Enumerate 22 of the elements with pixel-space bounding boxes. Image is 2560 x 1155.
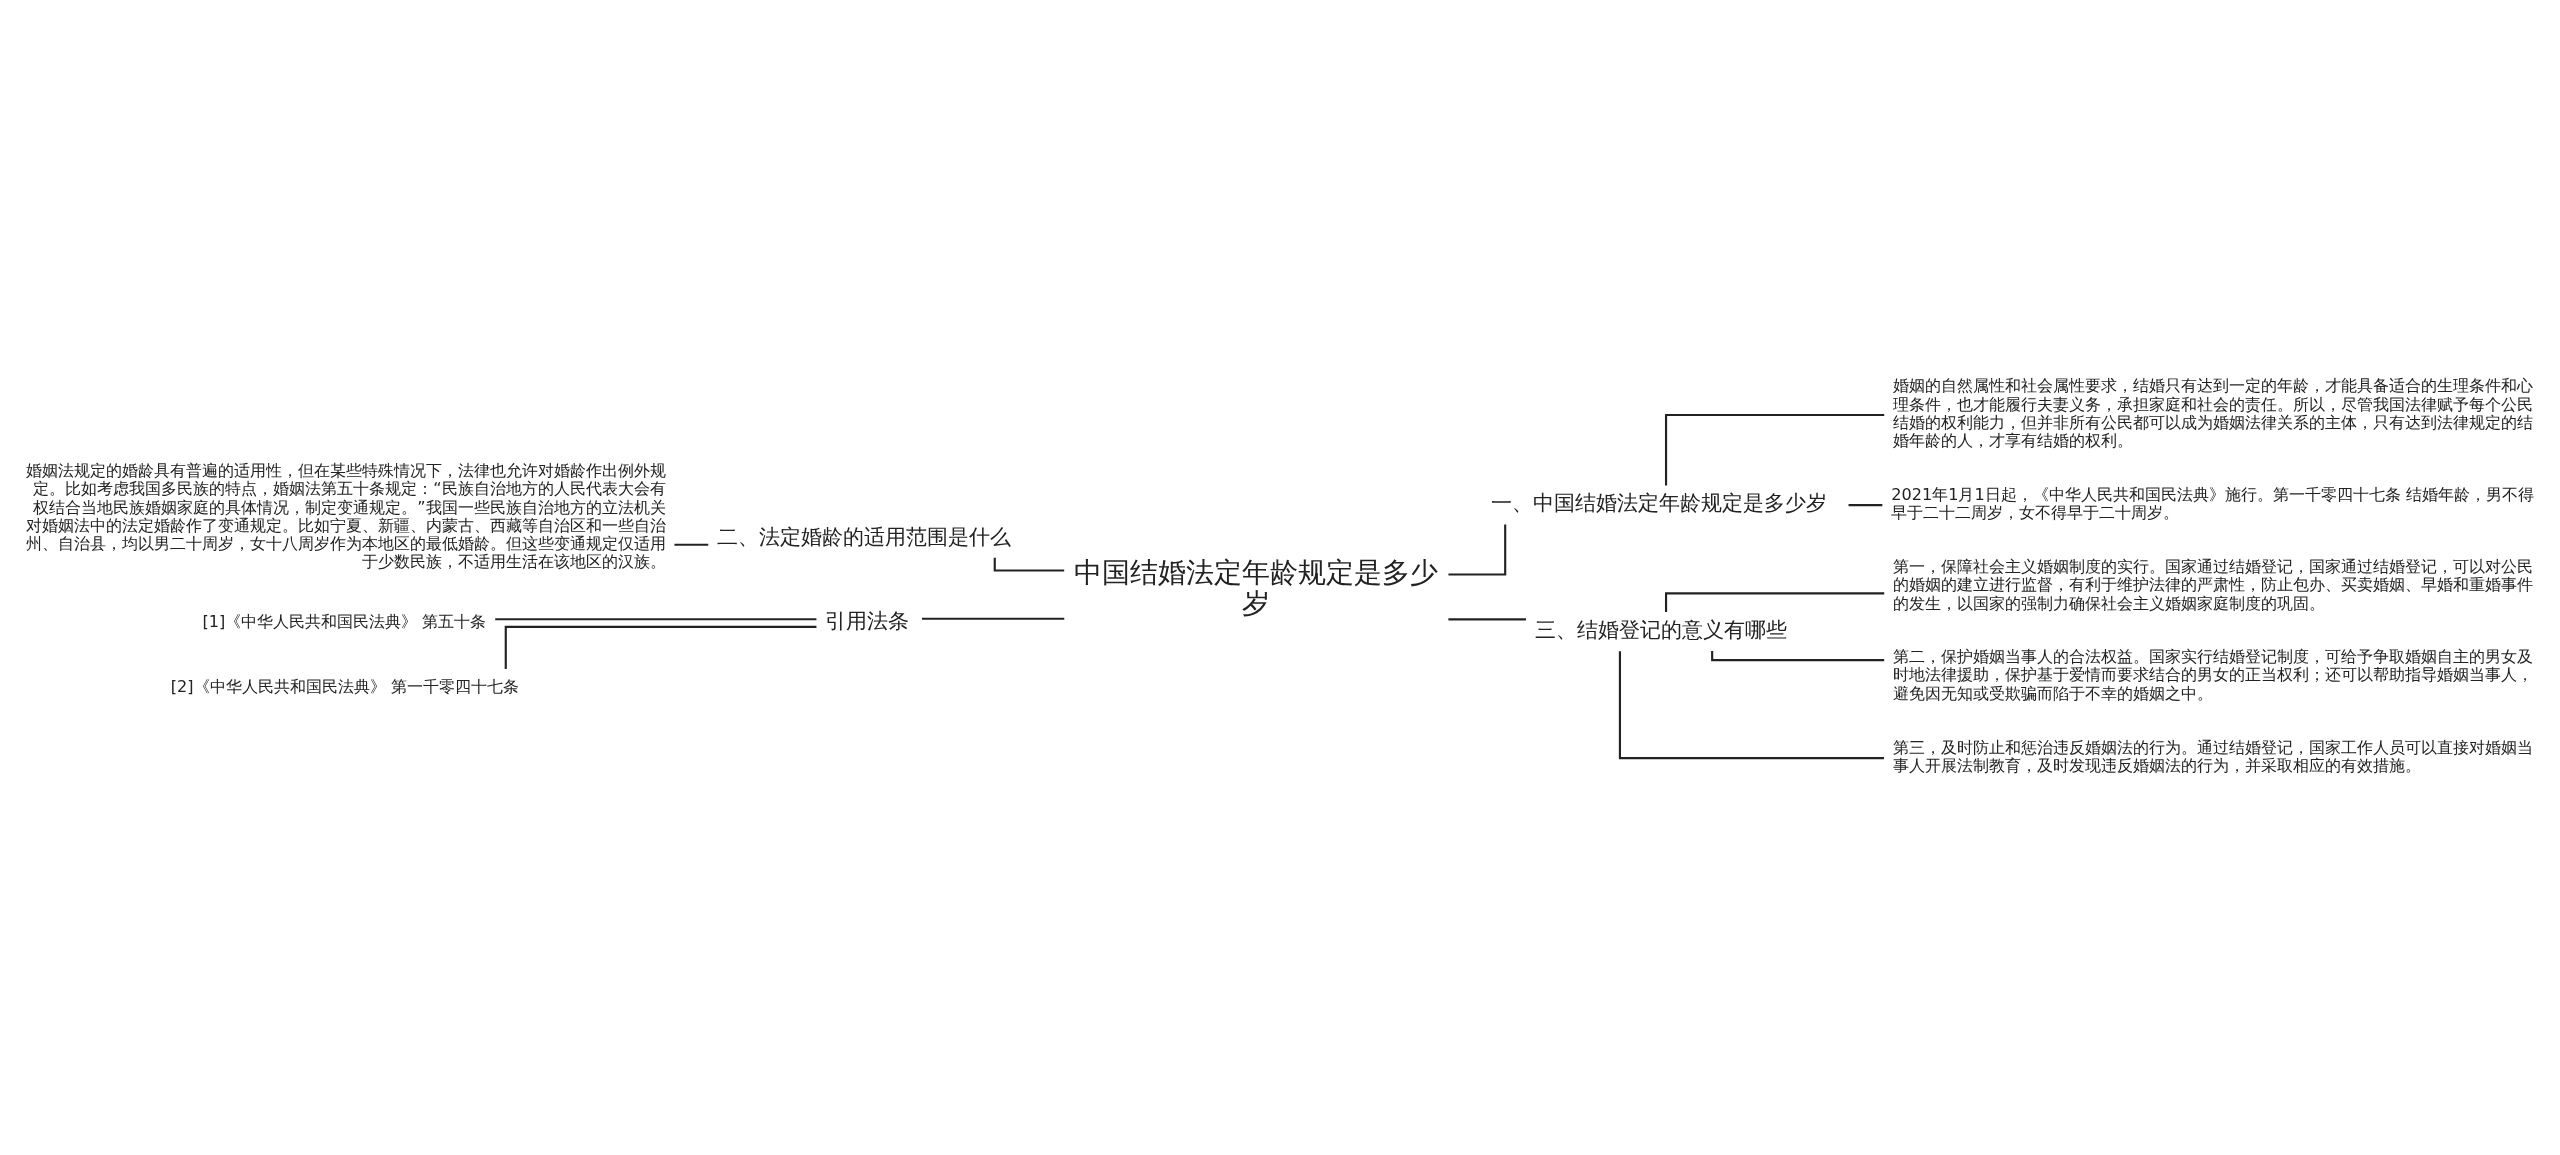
node-text: 第一，保障社会主义婚姻制度的实行。国家通过结婚登记，国家通过结婚登记，可以对公民的婚姻的建立进行监督，有利于维护法律的严肃性，防止包办、买卖婚姻、早婚和重婚事件的发生，以国家的强制力确保社会主义婚姻家庭制度的巩固。 (1892, 557, 2533, 613)
connector (674, 543, 709, 546)
connector (1448, 618, 1526, 621)
node-text: 一、中国结婚法定年龄规定是多少岁 (1491, 490, 1828, 516)
node-text: 二、法定婚龄的适用范围是什么 (717, 523, 1012, 549)
node-text: 三、结婚登记的意义有哪些 (1534, 617, 1787, 643)
node-text: [1]《中华人民共和国民法典》 第五十条 (202, 611, 487, 631)
node-text: 第二，保护婚姻当事人的合法权益。国家实行结婚登记制度，可给予争取婚姻自主的男女及时地法律援助，保护基于爱情而要求结合的男女的正当权利；还可以帮助指导婚姻当事人，避免因无知或受欺骗而陷于不幸的婚姻之中。 (1892, 647, 2533, 703)
node-text: 第三，及时防止和惩治违反婚姻法的行为。通过结婚登记，国家工作人员可以直接对婚姻当事人开展法制教育，及时发现违反婚姻法的行为，并采取相应的有效措施。 (1892, 737, 2533, 776)
connector (921, 617, 1065, 620)
node-text: 婚姻法规定的婚龄具有普遍的适用性，但在某些特殊情况下，法律也允许对婚龄作出例外规定。比如考虑我国多民族的特点，婚姻法第五十条规定：“民族自治地方的人民代表大会有权结合当地民族婚姻家庭的具体情况，制定变通规定。”我国一些民族自治地方的立法机关对婚姻法中的法定婚龄作了变通规定。比如宁夏、新疆、内蒙古、西藏等自治区和一些自治州、自治县，均以男二十周岁，女十八周岁作为本地区的最低婚龄。但这些变通规定仅适用于少数民族，不适用生活在该地区的汉族。 (25, 461, 666, 572)
connector (1618, 651, 1884, 760)
node-text: [2]《中华人民共和国民法典》 第一千零四十七条 (170, 677, 519, 697)
node-text: 2021年1月1日起，《中华人民共和国民法典》施行。第一千零四十七条 结婚年龄，男不得早于二十二周岁，女不得早于二十周岁。 (1891, 484, 2534, 522)
connector (1448, 524, 1507, 576)
node-text: 引用法条 (825, 608, 910, 634)
connector (1665, 413, 1885, 486)
connector (504, 625, 817, 669)
connector (1848, 504, 1883, 507)
connector (495, 618, 817, 621)
node-text: 婚姻的自然属性和社会属性要求，结婚只有达到一定的年龄，才能具备适合的生理条件和心理条件，也才能履行夫妻义务，承担家庭和社会的责任。所以，尽管我国法律赋予每个公民结婚的权利能力，但并非所有公民都可以成为婚姻法律关系的主体，只有达到法律规定的结婚年龄的人，才享有结婚的权利。 (1892, 376, 2533, 451)
node-text: 中国结婚法定年龄规定是多少岁 (1074, 556, 1439, 621)
